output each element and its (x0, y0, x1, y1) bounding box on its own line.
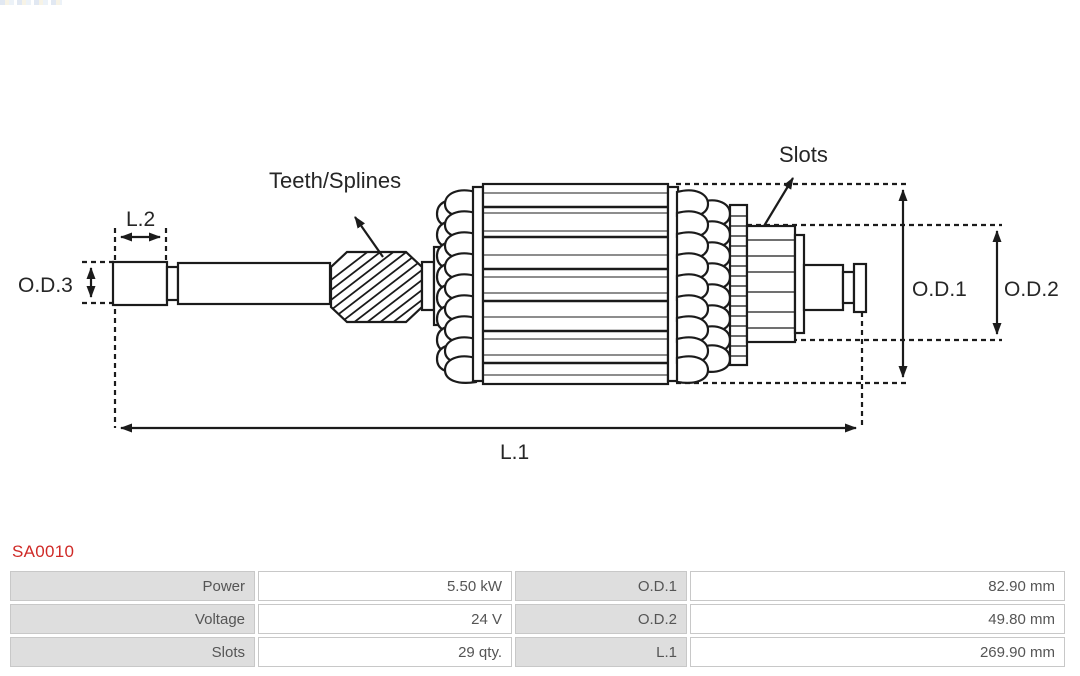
rear-shaft (802, 263, 845, 312)
spec-slots-value: 29 qty. (258, 637, 512, 667)
commutator-riser (728, 203, 749, 367)
commutator-step-ring (793, 233, 806, 335)
commutator-riser-bars (731, 215, 746, 357)
rear-shaft-groove (841, 270, 856, 305)
spec-table: Power 5.50 kW O.D.1 82.90 mm Voltage 24 … (10, 571, 1065, 667)
spec-power-value: 5.50 kW (258, 571, 512, 601)
spec-voltage-label: Voltage (10, 604, 255, 634)
core-lamination-lines (484, 192, 667, 376)
slots-leader-arrow (763, 177, 794, 227)
spec-power-label: Power (10, 571, 255, 601)
laminated-core (481, 182, 670, 386)
dimension-arrows (86, 177, 1002, 433)
shaft-end-segment (111, 260, 169, 307)
slots-label: Slots (779, 142, 828, 167)
shaft-step-ring (165, 265, 180, 302)
right-winding-outer-coils (675, 189, 710, 384)
l2-label: L.2 (126, 208, 155, 231)
gear-side-ring (420, 260, 436, 312)
spec-l1-value: 269.90 mm (690, 637, 1065, 667)
spec-voltage-value: 24 V (258, 604, 512, 634)
spec-od1-value: 82.90 mm (690, 571, 1065, 601)
armature-technical-drawing: O.D.3 L.2 Teeth/Splines Slots O.D.1 O.D.… (18, 142, 1059, 464)
teeth-splines-leader-arrow (354, 216, 384, 258)
armature-body (111, 182, 868, 386)
spec-od2-label: O.D.2 (515, 604, 687, 634)
part-number-link[interactable]: SA0010 (12, 542, 75, 561)
clipped-logo-strip (0, 0, 62, 5)
left-winding-outer-coils (443, 189, 478, 384)
spec-slots-label: Slots (10, 637, 255, 667)
spec-od1-label: O.D.1 (515, 571, 687, 601)
main-shaft (176, 261, 332, 306)
od2-label: O.D.2 (1004, 278, 1059, 301)
commutator (745, 224, 797, 344)
l1-label: L.1 (500, 441, 529, 464)
dashed-construction-lines (82, 182, 1002, 428)
od1-label: O.D.1 (912, 278, 967, 301)
rear-shaft-collar (852, 262, 868, 314)
commutator-bar-lines (748, 239, 794, 329)
spec-l1-label: L.1 (515, 637, 687, 667)
spec-od2-value: 49.80 mm (690, 604, 1065, 634)
core-left-end-plate (471, 185, 485, 383)
od3-label: O.D.3 (18, 274, 73, 297)
teeth-splines-label: Teeth/Splines (269, 168, 401, 193)
